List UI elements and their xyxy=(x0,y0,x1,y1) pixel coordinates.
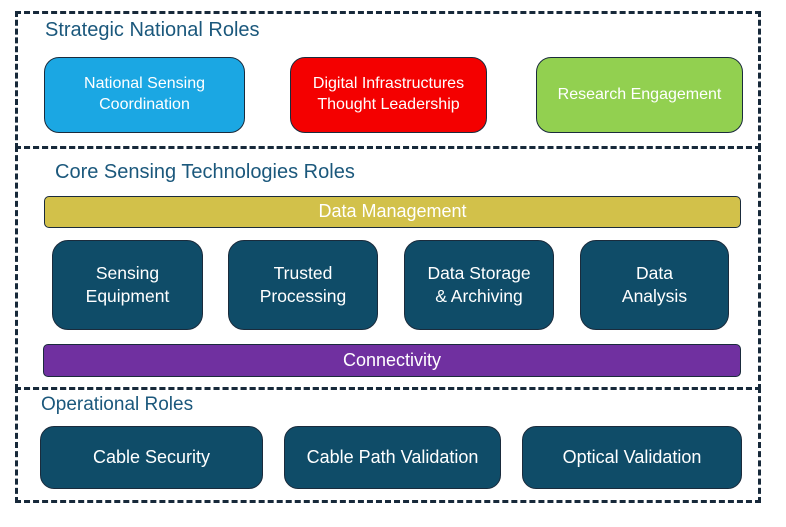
box-national-sensing-coordination: National Sensing Coordination xyxy=(44,57,245,133)
section-title-strategic-national-roles: Strategic National Roles xyxy=(45,19,260,41)
bar-data-management: Data Management xyxy=(44,196,741,228)
box-trusted-processing: Trusted Processing xyxy=(228,240,378,330)
box-cable-path-validation: Cable Path Validation xyxy=(284,426,501,489)
box-optical-validation: Optical Validation xyxy=(522,426,742,489)
box-data-storage-archiving: Data Storage & Archiving xyxy=(404,240,554,330)
section-title-operational-roles: Operational Roles xyxy=(41,394,194,415)
section-title-core-sensing-technologies-roles: Core Sensing Technologies Roles xyxy=(55,161,355,183)
box-sensing-equipment: Sensing Equipment xyxy=(52,240,203,330)
section-frame-operational-roles xyxy=(15,387,761,503)
bar-connectivity: Connectivity xyxy=(43,344,741,377)
box-digital-infrastructures-thought-leadership: Digital Infrastructures Thought Leadersh… xyxy=(290,57,487,133)
box-cable-security: Cable Security xyxy=(40,426,263,489)
box-data-analysis: Data Analysis xyxy=(580,240,729,330)
box-research-engagement: Research Engagement xyxy=(536,57,743,133)
